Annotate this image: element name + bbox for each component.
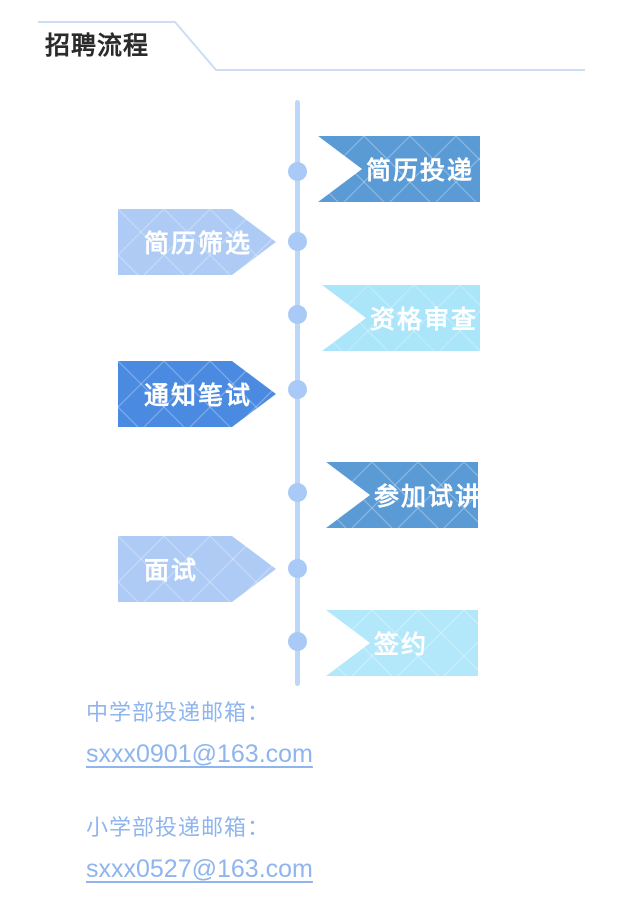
flow-step-label: 签约 [374, 631, 429, 659]
page-header: 招聘流程 [0, 0, 621, 95]
contact-caption: 中学部投递邮箱： [86, 700, 271, 725]
arrow-shape-2 [322, 285, 480, 351]
timeline-dot-4 [288, 380, 307, 399]
contact-email-link[interactable]: sxxx0901@163.com [86, 740, 313, 769]
flow-step-4[interactable]: 通知笔试 [118, 361, 276, 427]
flow-step-6[interactable]: 面试 [118, 536, 276, 602]
timeline-dot-2 [288, 232, 307, 251]
arrow-shape-4 [326, 462, 478, 528]
arrow-shape-3 [118, 361, 276, 427]
flow-step-1[interactable]: 简历投递 [318, 136, 480, 202]
flow-step-label: 面试 [144, 557, 199, 585]
flow-step-label: 简历筛选 [144, 230, 253, 258]
flow-step-label: 通知笔试 [144, 382, 253, 410]
flow-step-label: 资格审查 [370, 306, 479, 334]
flow-step-3[interactable]: 资格审查 [322, 285, 480, 351]
contact-block-1: 中学部投递邮箱： sxxx0901@163.com [86, 700, 313, 769]
flow-step-7[interactable]: 签约 [326, 610, 478, 676]
arrow-shape-5 [118, 536, 276, 602]
contact-email-link[interactable]: sxxx0527@163.com [86, 855, 313, 884]
timeline-dot-3 [288, 305, 307, 324]
flow-step-label: 参加试讲 [374, 483, 483, 511]
arrow-shape-1 [118, 209, 276, 275]
page-title: 招聘流程 [45, 32, 150, 60]
timeline-dot-7 [288, 632, 307, 651]
contact-block-2: 小学部投递邮箱： sxxx0527@163.com [86, 815, 313, 884]
arrow-shape-6 [326, 610, 478, 676]
flow-step-label: 简历投递 [366, 157, 475, 185]
timeline-dot-5 [288, 483, 307, 502]
timeline-dot-6 [288, 559, 307, 578]
flow-step-5[interactable]: 参加试讲 [326, 462, 480, 528]
arrow-shape-0 [318, 136, 480, 202]
flow-step-2[interactable]: 简历筛选 [118, 209, 276, 275]
contact-caption: 小学部投递邮箱： [86, 815, 271, 840]
timeline-dot-1 [288, 162, 307, 181]
